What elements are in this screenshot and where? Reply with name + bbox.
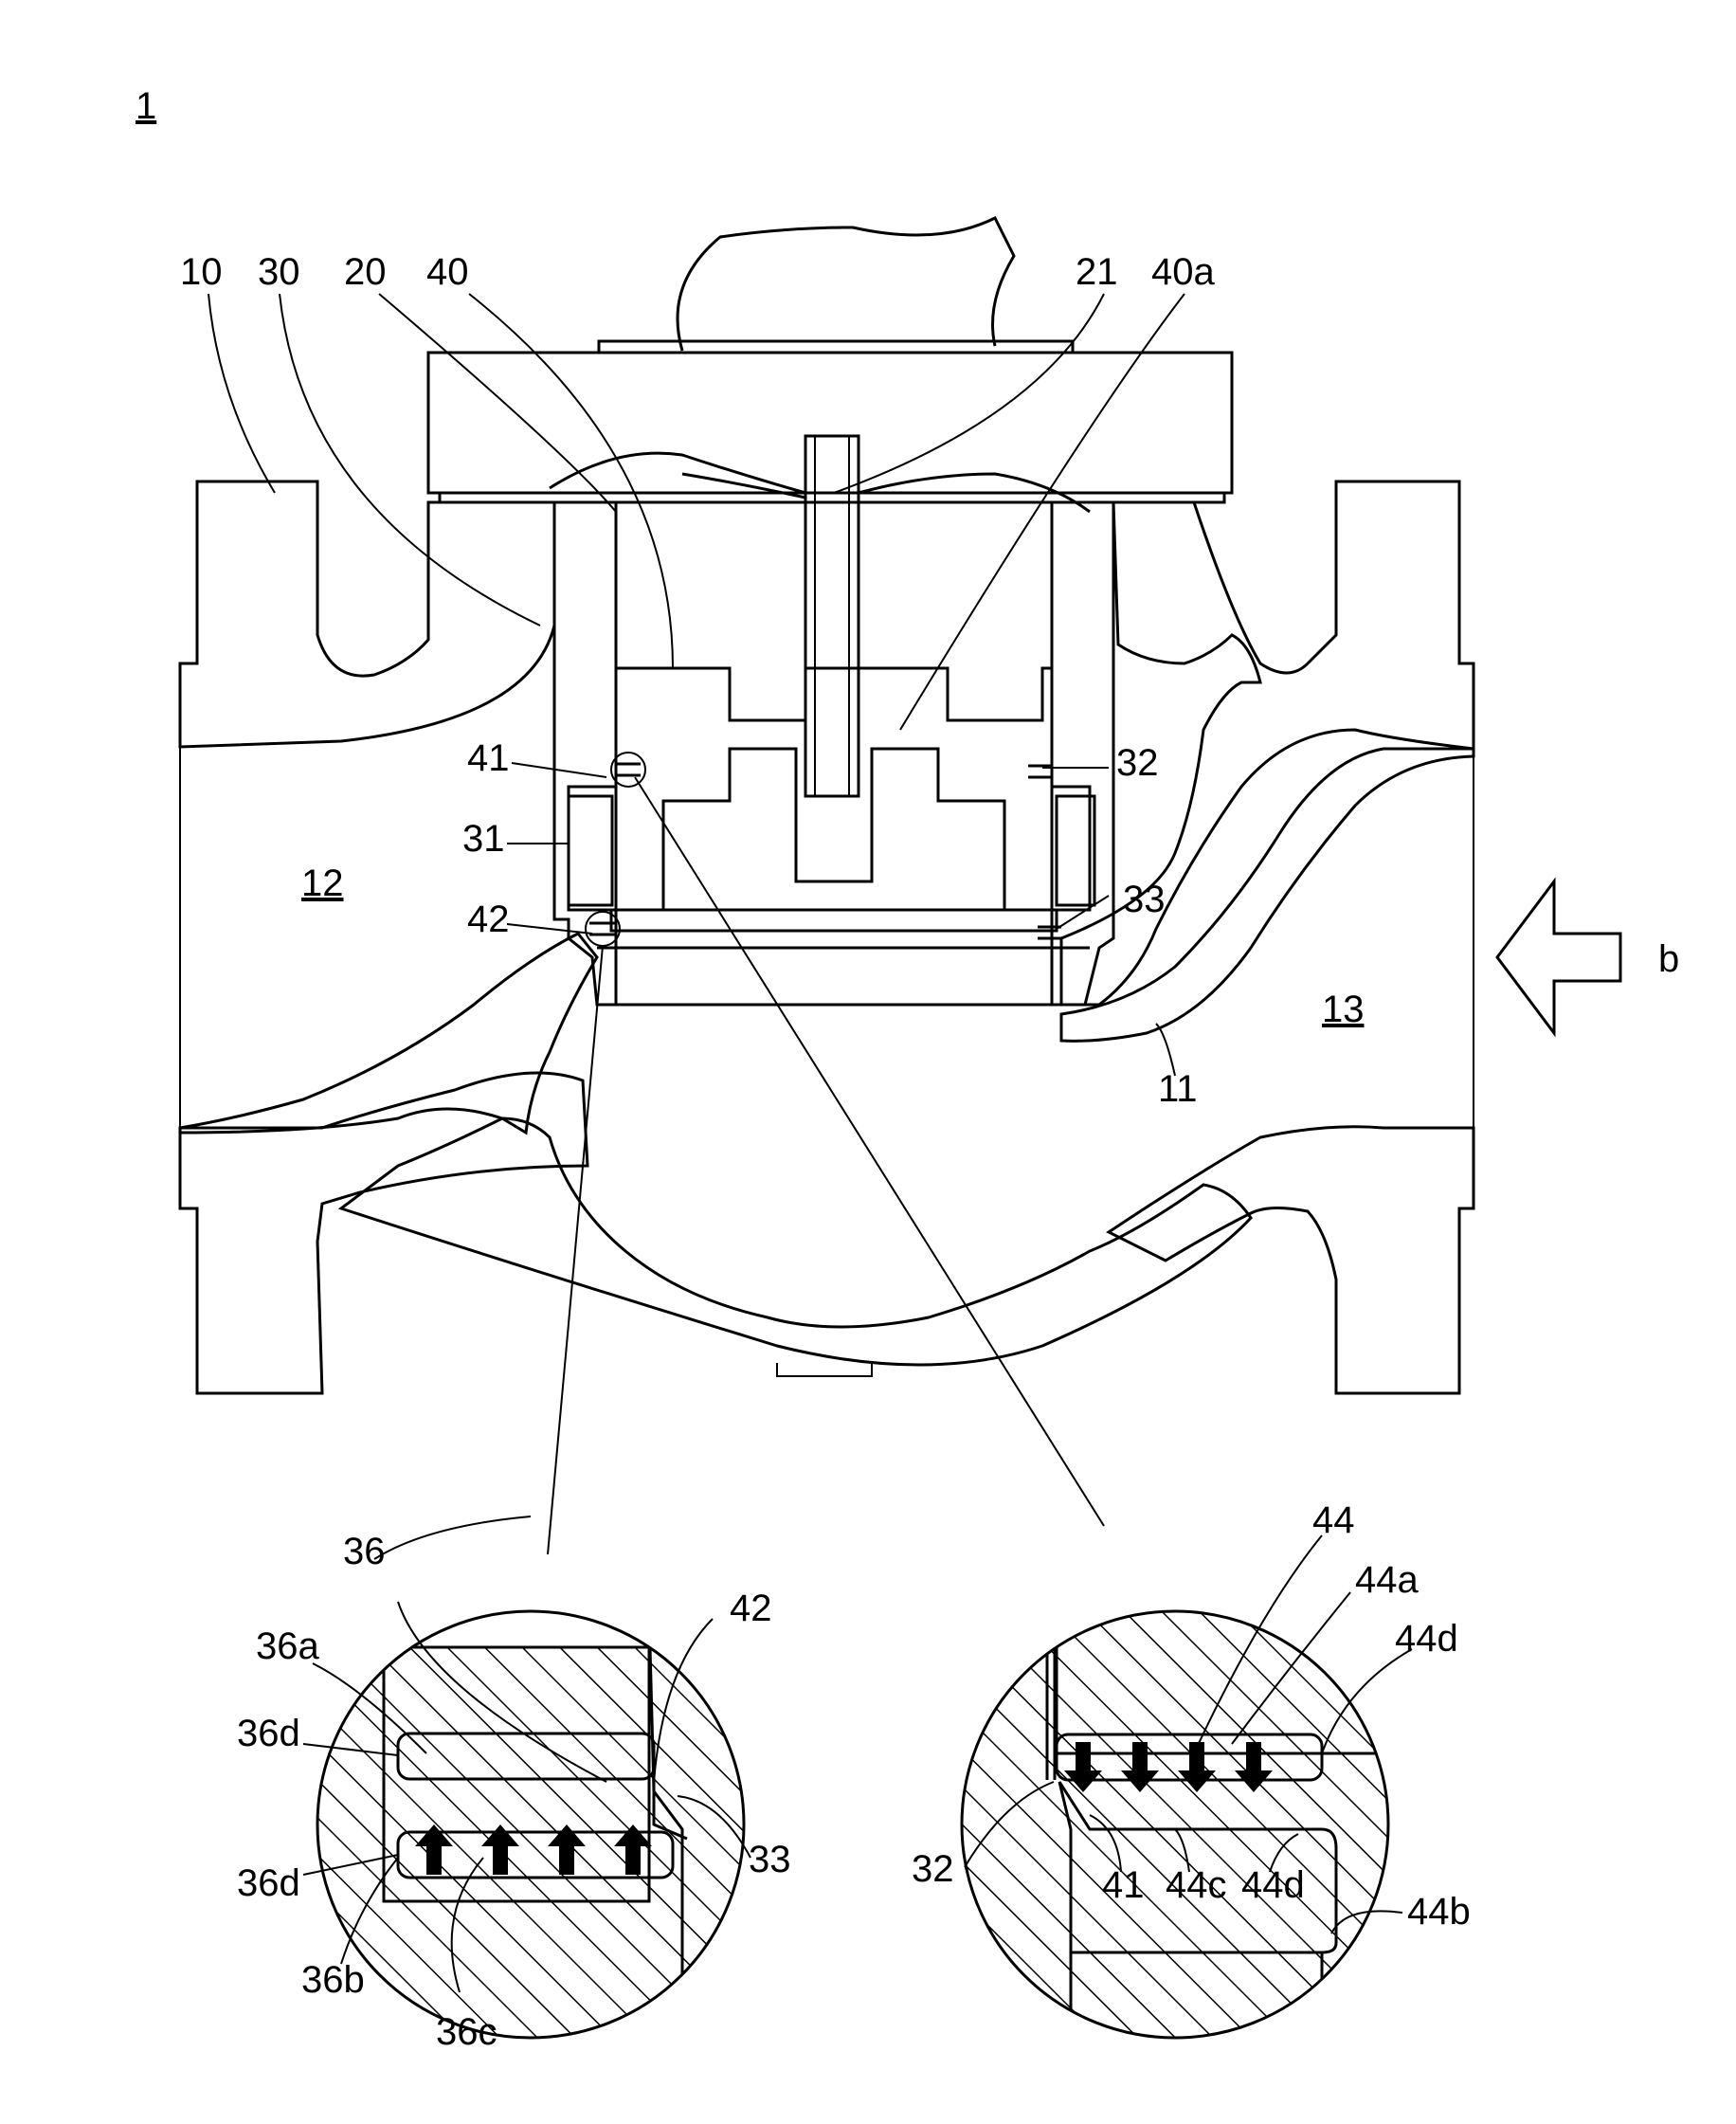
detail-right-label-41: 41 [1102,1864,1145,1906]
detail-right-label-44: 44 [1312,1499,1355,1541]
label-20: 20 [344,251,387,293]
detail-right-label-44d-bottom: 44d [1241,1864,1305,1906]
detail-left-label-36d-top: 36d [237,1713,300,1754]
label-30: 30 [258,251,300,293]
valve-body [180,481,1474,1393]
bonnet-assembly [428,218,1232,796]
cage-window [569,796,612,905]
valve-plug [586,668,1090,1005]
detail-right-label-32: 32 [912,1848,954,1890]
detail-right-label-44a: 44a [1355,1559,1419,1601]
label-13: 13 [1322,989,1365,1030]
flow-direction-arrow [1497,881,1620,1033]
detail-view-right [957,1535,1412,2047]
leader-lines [208,294,1184,1554]
detail-left-label-36b: 36b [301,1959,365,2001]
label-31: 31 [462,818,505,860]
label-12: 12 [301,862,344,904]
label-40a: 40a [1151,251,1215,293]
label-32: 32 [1116,742,1159,784]
label-10: 10 [180,251,223,293]
detail-left-label-36d-bottom: 36d [237,1862,300,1904]
detail-right-label-44b: 44b [1407,1891,1471,1933]
label-21: 21 [1076,251,1118,293]
label-41: 41 [467,737,510,779]
label-42: 42 [467,899,510,940]
detail-left-label-36c: 36c [436,2011,497,2053]
figure-number: 1 [136,85,156,127]
label-33: 33 [1123,879,1166,920]
detail-left-label-36a: 36a [256,1625,319,1667]
detail-left-label-33: 33 [749,1839,791,1880]
label-11: 11 [1158,1068,1198,1110]
label-40: 40 [426,251,469,293]
detail-right-label-44d-top: 44d [1395,1618,1458,1660]
detail-view-left [303,1516,750,2047]
label-b: b [1658,938,1679,980]
detail-left-label-36: 36 [343,1531,386,1572]
detail-right-label-44c: 44c [1166,1864,1227,1906]
valve-stem [805,436,859,796]
detail-left-label-42: 42 [730,1588,772,1629]
